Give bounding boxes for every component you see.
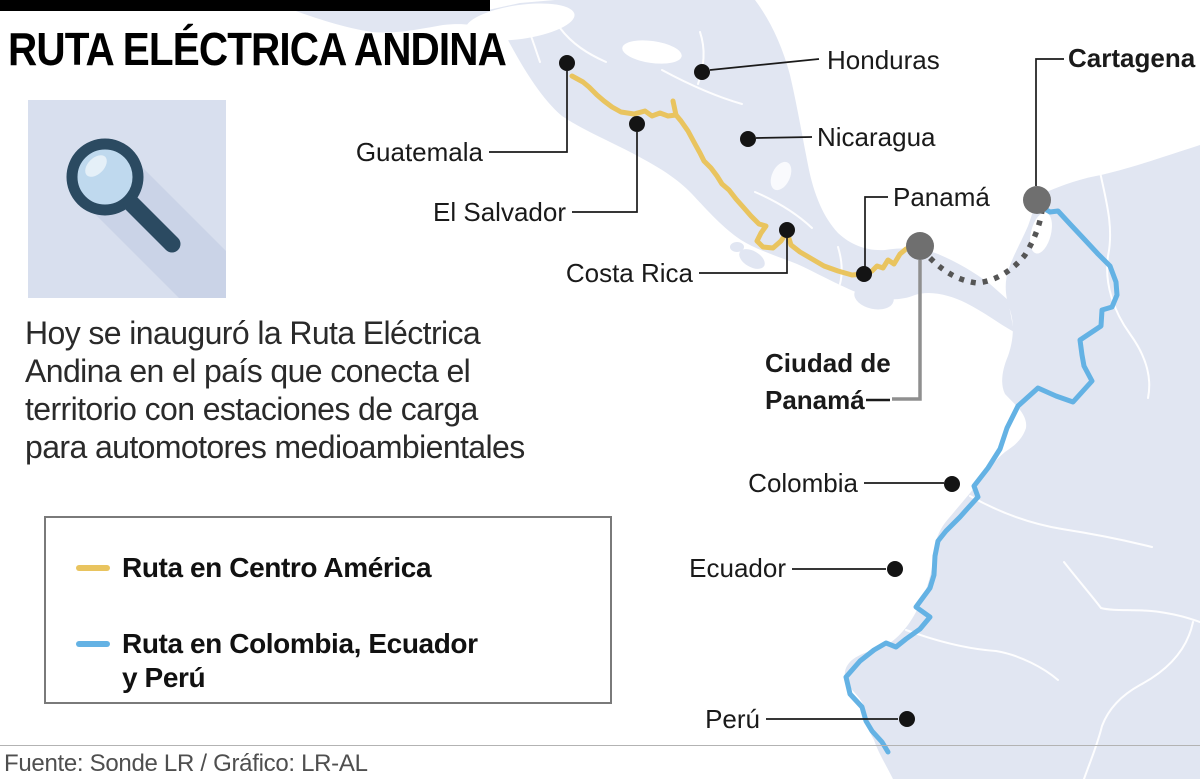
leader-lines [489, 58, 1064, 720]
marker-guatemala [559, 55, 575, 71]
label-honduras: Honduras [827, 45, 940, 75]
leader-honduras [709, 58, 820, 71]
legend-label: Ruta en Colombia, Ecuador [122, 628, 478, 659]
land-central-america [293, 0, 1014, 332]
intro-line: Andina en el país que conecta el [25, 353, 471, 389]
land-south-america [844, 145, 1200, 779]
coastal-island [730, 242, 744, 252]
leader-costa-rica [699, 238, 788, 274]
label-guatemala: Guatemala [356, 137, 484, 167]
country-borders [519, 7, 1200, 779]
top-accent-bar [0, 0, 490, 11]
route-centro-america-path [569, 73, 923, 278]
label-nicaragua: Nicaragua [817, 122, 936, 152]
legend-label-line2: y Perú [122, 662, 206, 693]
legend-item-centro-america: Ruta en Centro América [76, 551, 610, 585]
lake-nicaragua [770, 161, 792, 191]
marker-costa-rica [779, 222, 795, 238]
marker-honduras [694, 64, 710, 80]
route-centro-america-spur [670, 98, 679, 118]
legend-swatch-centro-america [76, 565, 110, 571]
map-labels: Guatemala Honduras El Salvador Nicaragua… [356, 43, 1196, 734]
lens-highlight [85, 155, 107, 177]
magnifier-lens [72, 144, 138, 210]
nicoya-peninsula [739, 249, 765, 269]
gulf-of-panama [901, 294, 955, 334]
intro-paragraph: Hoy se inauguró la Ruta Eléctrica Andina… [25, 314, 665, 466]
ferry-dotted-path [928, 209, 1045, 286]
label-el-salvador: El Salvador [433, 197, 566, 227]
marker-nicaragua [740, 131, 756, 147]
marker-colombia [944, 476, 960, 492]
leader-guatemala [489, 71, 568, 153]
label-colombia: Colombia [748, 468, 858, 498]
legend-label: Ruta en Centro América [122, 552, 432, 583]
bay-campeche [465, 3, 575, 41]
magnifier-handle [123, 195, 181, 253]
magnifier-icon [28, 100, 226, 298]
marker-cartagena [1023, 186, 1051, 214]
label-ecuador: Ecuador [689, 553, 786, 583]
page-title: RUTA ELÉCTRICA ANDINA [8, 23, 507, 75]
country-markers [559, 55, 960, 727]
marker-panama [856, 266, 872, 282]
leader-ciudad-panama [892, 260, 922, 401]
leader-cartagena [1035, 58, 1064, 186]
marker-ecuador [887, 561, 903, 577]
azuero-peninsula [854, 284, 894, 310]
label-ciudad-de-panama-line1: Ciudad de [765, 348, 891, 378]
source-credit: Fuente: Sonde LR / Gráfico: LR-AL [4, 750, 368, 777]
marker-ciudad-de-panama [906, 232, 934, 260]
routes [569, 73, 1120, 755]
label-ciudad-de-panama-line2: Panamá [765, 385, 865, 415]
leader-panama [864, 196, 888, 267]
leader-el-salvador [572, 132, 638, 213]
intro-line: territorio con estaciones de carga [25, 391, 478, 427]
legend-item-sur: Ruta en Colombia, Ecuador y Perú [76, 627, 610, 695]
marker-peru [899, 711, 915, 727]
legend-swatch-sur [76, 641, 110, 647]
route-sur-path [843, 203, 1120, 755]
magnifier-ring [66, 138, 144, 216]
bay-honduras [622, 40, 682, 64]
magnifier-icon-art [28, 100, 226, 298]
footer-divider [0, 745, 1200, 746]
gulf-of-uraba [1030, 212, 1052, 254]
label-costa-rica: Costa Rica [566, 258, 694, 288]
label-cartagena: Cartagena [1068, 43, 1196, 73]
intro-line: Hoy se inauguró la Ruta Eléctrica [25, 315, 481, 351]
label-peru: Perú [705, 704, 760, 734]
marker-el-salvador [629, 116, 645, 132]
label-panama: Panamá [893, 182, 990, 212]
city-markers [906, 186, 1051, 260]
leader-nicaragua [755, 136, 813, 139]
legend-box: Ruta en Centro América Ruta en Colombia,… [44, 516, 612, 704]
intro-line: para automotores medioambientales [25, 429, 525, 465]
